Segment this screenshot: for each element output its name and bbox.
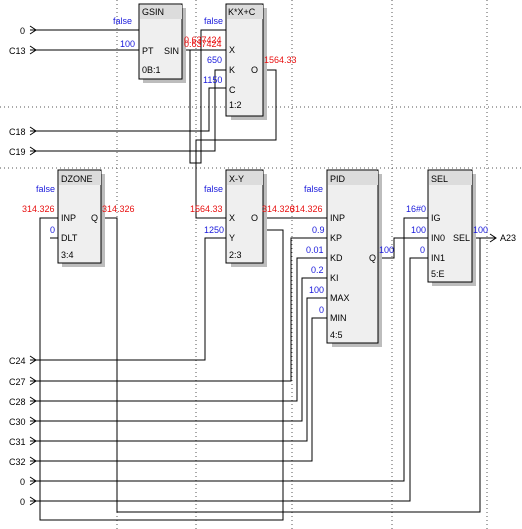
value-min: 0 xyxy=(319,305,324,315)
pin-q: Q xyxy=(369,253,376,263)
pin-sin: SIN xyxy=(164,46,179,56)
pin-in1: IN1 xyxy=(431,253,445,263)
value-dlt: 0 xyxy=(50,225,55,235)
value-q: 314.326 xyxy=(102,204,135,214)
value-y: 1250 xyxy=(204,225,224,235)
value-false: false xyxy=(113,16,132,26)
block-id: 1:2 xyxy=(229,100,242,110)
pin-dlt: DLT xyxy=(61,233,78,243)
value-false: false xyxy=(204,16,223,26)
output-label: A23 xyxy=(500,233,516,243)
block-id: 5:E xyxy=(431,269,445,279)
pin-min: MIN xyxy=(330,313,347,323)
block-id: 4:5 xyxy=(330,330,343,340)
block-id: 3:4 xyxy=(61,250,74,260)
pin-c: C xyxy=(229,85,236,95)
input-label: C31 xyxy=(9,437,26,447)
block-kxc[interactable]: K*X+C X K C O 1:2 false 0.637424 650 115… xyxy=(184,3,297,120)
value-sel: 100 xyxy=(473,225,488,235)
pin-in0: IN0 xyxy=(431,233,445,243)
block-pid[interactable]: PID INP KP KD KI MAX MIN Q 4:5 false 314… xyxy=(290,169,394,347)
value-false: false xyxy=(204,184,223,194)
input-label: C28 xyxy=(9,397,26,407)
input-label: C27 xyxy=(9,377,26,387)
block-title: K*X+C xyxy=(228,7,256,17)
input-label: C24 xyxy=(9,356,26,366)
value-in1: 0 xyxy=(420,245,425,255)
pin-o: O xyxy=(251,65,258,75)
block-xy[interactable]: X-Y X Y O 2:3 false 1564.33 1250 314.326 xyxy=(190,169,295,267)
pin-ig: IG xyxy=(431,213,441,223)
input-label: 0 xyxy=(20,477,25,487)
input-label: 0 xyxy=(20,26,25,36)
block-title: DZONE xyxy=(61,174,93,184)
wires xyxy=(39,29,497,521)
value-ig: 16#0 xyxy=(406,204,426,214)
block-id: 0B:1 xyxy=(142,65,161,75)
value-inp: 314.326 xyxy=(290,204,323,214)
value-inp: 314.326 xyxy=(22,204,55,214)
pin-pt: PT xyxy=(142,46,154,56)
pin-ki: KI xyxy=(330,273,339,283)
pin-max: MAX xyxy=(330,293,350,303)
block-title: GSIN xyxy=(142,7,164,17)
pin-inp: INP xyxy=(61,213,76,223)
pin-q: Q xyxy=(91,213,98,223)
value-false: false xyxy=(304,184,323,194)
value-max: 100 xyxy=(309,285,324,295)
value-false: false xyxy=(36,184,55,194)
pin-kp: KP xyxy=(330,233,342,243)
block-title: X-Y xyxy=(229,174,244,184)
pin-kd: KD xyxy=(330,253,343,263)
pin-o: O xyxy=(251,213,258,223)
value-pt: 100 xyxy=(120,39,135,49)
value-k: 650 xyxy=(207,55,222,65)
value-kd: 0.01 xyxy=(306,245,324,255)
pin-sel: SEL xyxy=(453,233,470,243)
input-label: C32 xyxy=(9,457,26,467)
block-sel[interactable]: SEL IG IN0 IN1 SEL 5:E 16#0 100 0 100 xyxy=(406,169,488,286)
value-x: 1564.33 xyxy=(190,204,223,214)
pin-x: X xyxy=(229,45,235,55)
input-label: C18 xyxy=(9,127,26,137)
block-id: 2:3 xyxy=(229,250,242,260)
pin-inp: INP xyxy=(330,213,345,223)
input-label: C13 xyxy=(9,46,26,56)
value-ki: 0.2 xyxy=(311,265,324,275)
block-gsin[interactable]: GSIN PT SIN 0B:1 false 100 0.637424 xyxy=(113,3,222,83)
pin-y: Y xyxy=(229,233,235,243)
value-c: 1150 xyxy=(203,75,222,85)
value-in0: 100 xyxy=(411,225,426,235)
value-x: 0.637424 xyxy=(184,35,222,45)
block-dzone[interactable]: DZONE INP DLT Q 3:4 false 314.326 0 314.… xyxy=(22,169,135,267)
block-title: SEL xyxy=(431,174,448,184)
value-o: 314.326 xyxy=(262,204,295,214)
value-sin: 0.637424 xyxy=(184,39,222,49)
input-label: C30 xyxy=(9,417,26,427)
pin-k: K xyxy=(229,65,235,75)
block-title: PID xyxy=(330,174,346,184)
input-label: 0 xyxy=(20,497,25,507)
value-o: 1564.33 xyxy=(264,55,297,65)
value-kp: 0.9 xyxy=(312,225,325,235)
value-q: 100 xyxy=(379,245,394,255)
input-label: C19 xyxy=(9,147,26,157)
pin-x: X xyxy=(229,213,235,223)
